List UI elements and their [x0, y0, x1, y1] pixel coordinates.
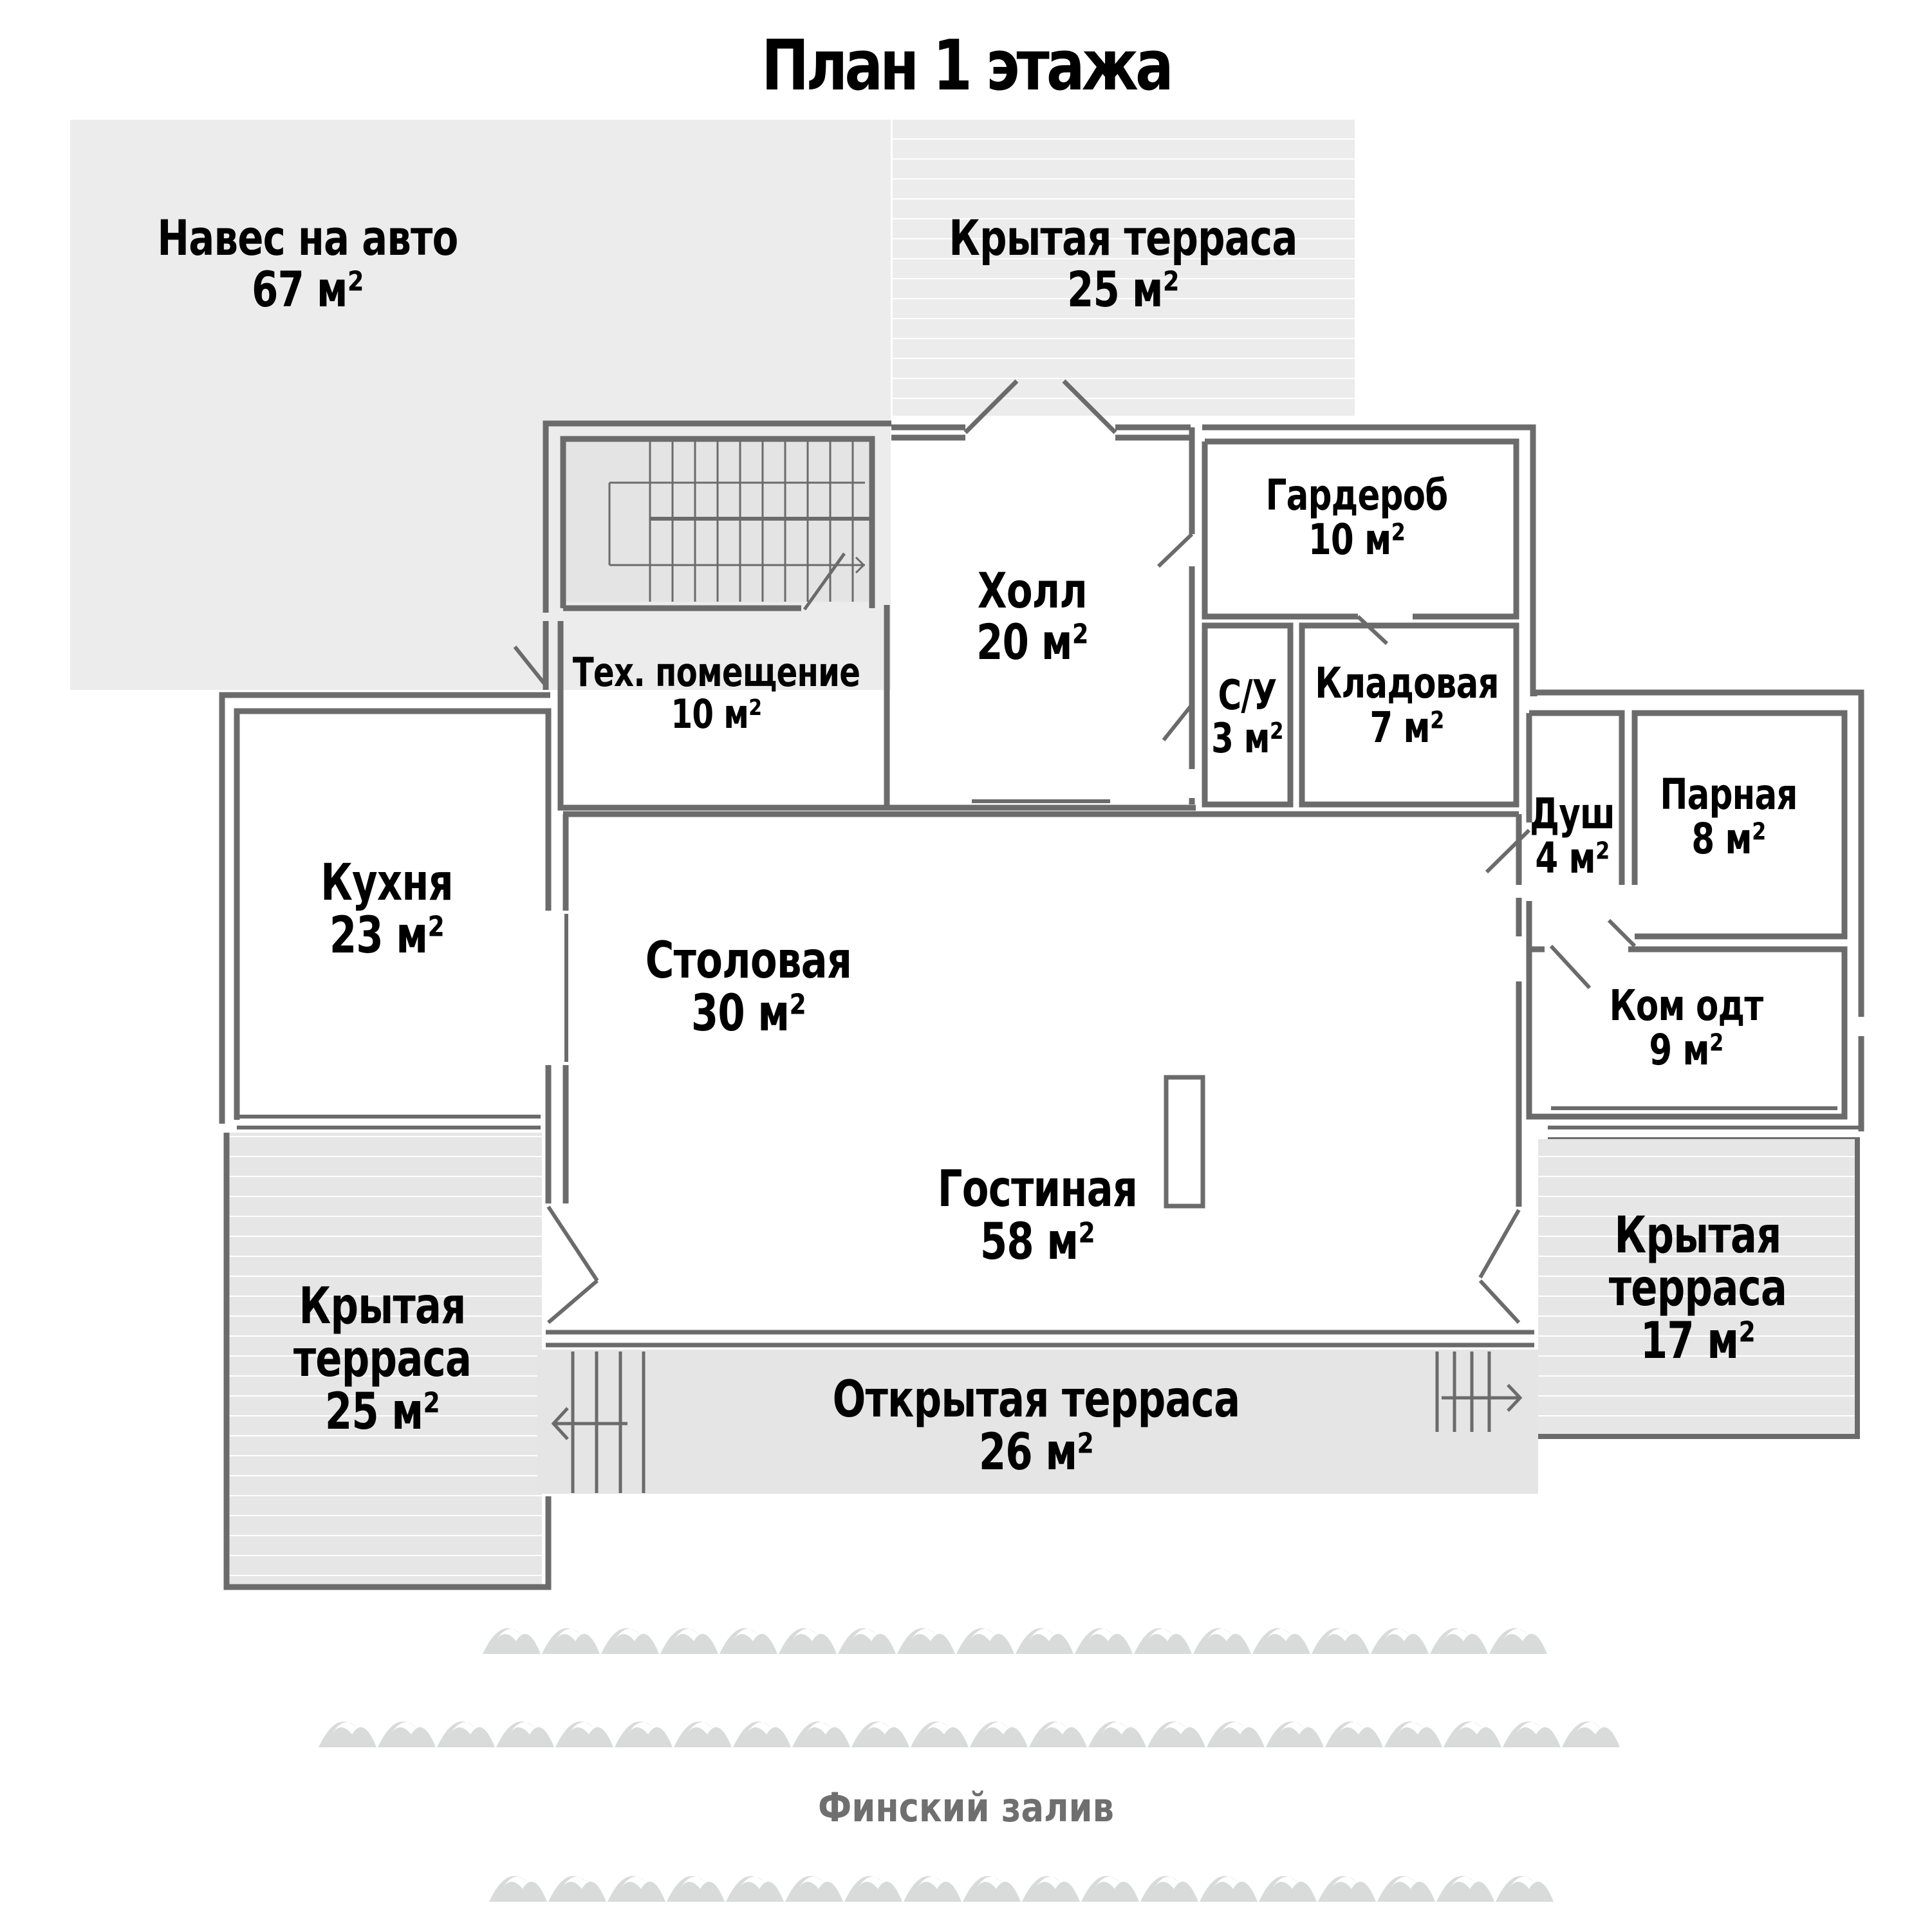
room-label-dining: Столовая 30 м²: [645, 932, 852, 1043]
carport-area: [70, 120, 891, 690]
room-label-rest-room: Ком одт 9 м²: [1609, 981, 1764, 1075]
right-terrace-area: [1538, 1139, 1856, 1436]
room-label-pantry: Кладовая 7 м²: [1315, 658, 1499, 753]
room-label-wc: С/У 3 м²: [1211, 672, 1283, 763]
top-terrace-area: [893, 120, 1355, 416]
room-label-tech-room: Тех. помещение 10 м²: [572, 649, 860, 738]
sea-label: Финский залив: [818, 1784, 1114, 1831]
room-label-living: Гостиная 58 м²: [937, 1160, 1138, 1271]
room-label-right-terrace: Крытая терраса 17 м²: [1608, 1207, 1787, 1370]
left-terrace-area: [227, 1133, 542, 1587]
room-label-wardrobe: Гардероб 10 м²: [1265, 470, 1449, 565]
room-label-hall: Холл 20 м²: [976, 562, 1088, 671]
terrace-steps: [551, 1351, 1523, 1493]
room-label-shower: Душ 4 м²: [1530, 789, 1615, 884]
open-terrace-area: [537, 1350, 1538, 1494]
room-label-top-terrace: Крытая терраса 25 м²: [949, 209, 1297, 318]
room-label-carport: Навес на авто 67 м²: [157, 209, 458, 318]
plan-title: План 1 этажа: [761, 26, 1174, 106]
walls: [219, 379, 1864, 1348]
waves: [319, 1628, 1620, 1902]
room-label-steam-room: Парная 8 м²: [1660, 770, 1797, 864]
room-label-left-terrace: Крытая терраса 25 м²: [293, 1277, 472, 1441]
room-label-kitchen: Кухня 23 м²: [320, 854, 454, 965]
room-label-open-terrace: Открытая терраса 26 м²: [832, 1371, 1241, 1482]
staircase: [561, 438, 870, 611]
